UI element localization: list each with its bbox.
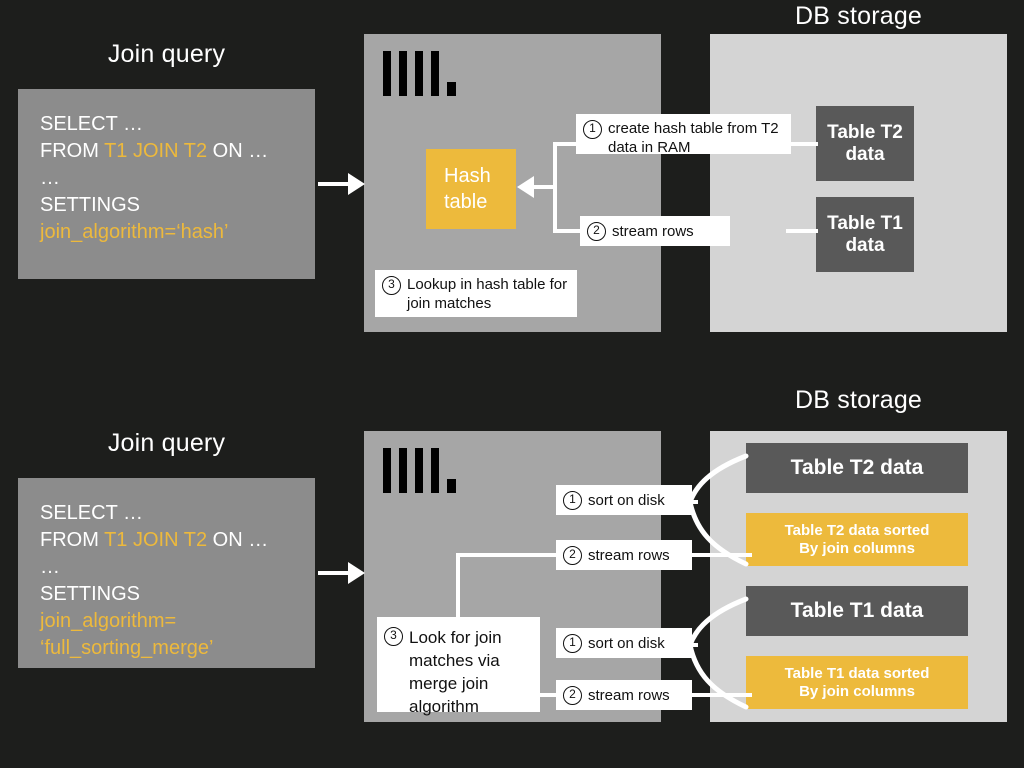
callout-number: 1 [563,633,582,653]
callout-text: stream rows [588,546,670,564]
clickhouse-logo-bottom [383,448,456,501]
chip-label-line2: data [845,143,885,165]
callout-number: 2 [587,221,606,241]
callout-text: Look for join matches via merge join alg… [409,628,502,716]
callout-number: 3 [384,627,403,646]
connector-1-h-right-top [786,142,818,146]
callout-number: 3 [382,276,401,295]
callout-text: Lookup in hash table for join matches [407,276,568,312]
db-storage-title-bottom: DB storage [794,386,923,414]
query-line-select: SELECT … [40,502,143,524]
query-line-join-algorithm: join_algorithm=‘hash’ [40,221,229,243]
table-chip-t2-data-top: Table T2 data [816,106,914,181]
clickhouse-logo-top [383,51,456,104]
callout-text: stream rows [588,686,670,704]
callout-number: 1 [563,490,582,510]
query-on-clause: ON … [207,529,269,551]
db-storage-title-top: DB storage [794,2,923,30]
sort-on-disk-bracket-t1 [687,596,749,710]
query-to-server-arrow-line-top [318,182,354,186]
join-query-box-top: SELECT … FROM T1 JOIN T2 ON … … SETTINGS… [18,89,315,279]
stream-rows-t1-line-right [690,693,752,697]
table-chip-t2-sorted: Table T2 data sorted By join columns [746,513,968,566]
query-line-join-algorithm: join_algorithm= [40,610,177,632]
table-chip-t1-data-bottom: Table T1 data [746,586,968,636]
connector-into-hash-table-line [530,185,557,189]
connector-2-v-top [553,185,557,233]
callout-number: 2 [563,545,582,565]
callout-3-merge-join: 3 Look for join matches via merge join a… [377,617,540,716]
chip-label-line1: Table T1 data [790,598,924,622]
callout-text: sort on disk [588,491,665,509]
hash-table-label-line2: table [444,191,488,213]
stream-rows-t2-line-right [690,553,752,557]
callout-2-stream-rows-top: 2 stream rows [580,216,730,246]
stream-rows-t2-line-down [456,553,460,668]
stream-rows-t2-line-left [456,553,566,557]
callout-text: create hash table from T2 data in RAM [608,120,779,156]
join-query-title-bottom: Join query [107,429,226,457]
table-chip-t1-data-top: Table T1 data [816,197,914,272]
callout-2-stream-rows-t1: 2 stream rows [556,680,692,710]
chip-label-line1: Table T2 data [790,455,924,479]
join-query-box-bottom: SELECT … FROM T1 JOIN T2 ON … … SETTINGS… [18,478,315,668]
connector-into-hash-table-arrow [517,176,534,198]
chip-label-line1: Table T2 [827,121,903,143]
table-chip-t2-data-bottom: Table T2 data [746,443,968,493]
connector-2-h-left-top [553,229,585,233]
callout-1-sort-on-disk-t2: 1 sort on disk [556,485,692,515]
callout-1-sort-on-disk-t1: 1 sort on disk [556,628,692,658]
query-line-from: FROM T1 JOIN T2 ON … [40,527,293,554]
callout-3-lookup-hash-table: 3 Lookup in hash table for join matches [375,270,577,317]
chip-label-line2: data [845,234,885,256]
db-storage-panel-bottom: Table T2 data Table T2 data sorted By jo… [710,431,1007,722]
connector-2-h-right-top [786,229,818,233]
join-query-title-top: Join query [107,40,226,68]
query-on-clause: ON … [207,140,269,162]
query-line-select: SELECT … [40,113,143,135]
callout-text: stream rows [612,222,694,240]
query-from-keyword: FROM [40,529,105,551]
connector-1-v-top [553,142,557,189]
db-storage-panel-top: Table T2 data Table T1 data [710,34,1007,332]
query-line-ellipsis: … [40,167,61,189]
stream-rows-t1-line-left [534,693,566,697]
callout-number: 2 [563,685,582,705]
query-to-server-arrow-line-bottom [318,571,354,575]
chip-label-line1: Table T1 data sorted [784,665,930,683]
query-line-settings: SETTINGS [40,583,141,605]
query-line-settings: SETTINGS [40,194,141,216]
query-to-server-arrow-head-top [348,173,365,195]
query-line-join-algorithm-value: ‘full_sorting_merge’ [40,637,214,659]
table-chip-t1-sorted: Table T1 data sorted By join columns [746,656,968,709]
chip-label-line2: By join columns [799,539,915,557]
query-join-clause: T1 JOIN T2 [104,529,208,551]
query-to-server-arrow-head-bottom [348,562,365,584]
hash-table-label-line1: Hash [444,165,491,187]
callout-1-create-hash-table: 1 create hash table from T2 data in RAM [576,114,791,156]
chip-label-line1: Table T2 data sorted [784,522,930,540]
chip-label-line2: By join columns [799,682,915,700]
query-from-keyword: FROM [40,140,105,162]
chip-label-line1: Table T1 [827,212,903,234]
query-line-ellipsis: … [40,556,61,578]
connector-1-h-left-top [553,142,585,146]
callout-text: sort on disk [588,634,665,652]
hash-table-block: Hash table [426,149,516,229]
callout-number: 1 [583,120,602,139]
callout-2-stream-rows-t2: 2 stream rows [556,540,692,570]
query-join-clause: T1 JOIN T2 [104,140,208,162]
query-line-from: FROM T1 JOIN T2 ON … [40,138,293,165]
